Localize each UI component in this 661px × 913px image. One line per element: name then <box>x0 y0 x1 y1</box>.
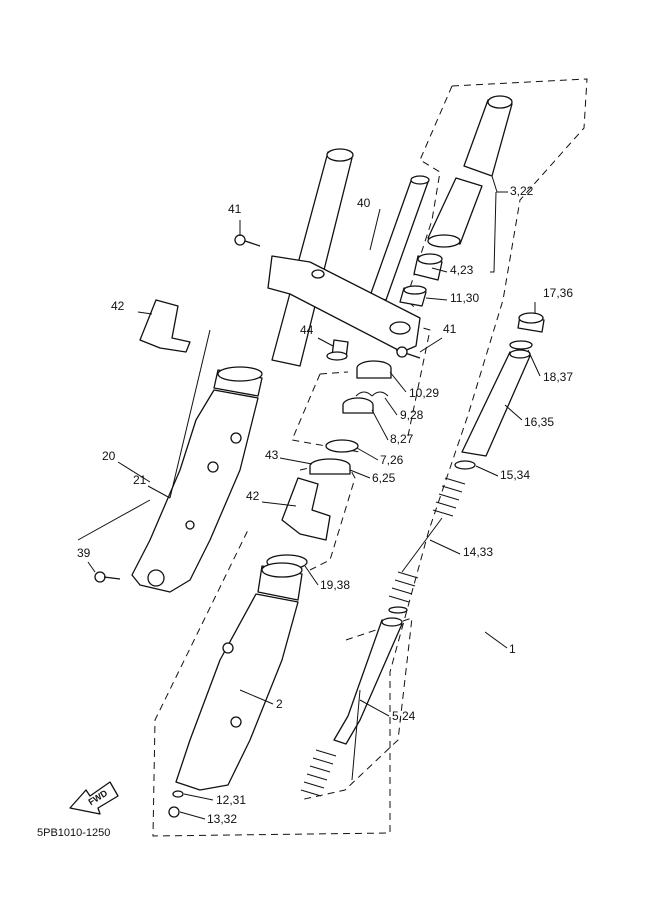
cap-bolt-17-top <box>518 312 544 324</box>
callout-10-29: 10,29 <box>409 386 439 400</box>
callout-2: 2 <box>276 697 283 711</box>
right-fork-leg <box>172 554 308 798</box>
clips <box>139 299 331 541</box>
clip-42b <box>281 477 331 541</box>
bearing-7 <box>325 439 359 453</box>
bolts <box>94 234 421 818</box>
fork-spring-14-axis <box>401 517 443 573</box>
bolt-39-head <box>94 571 106 583</box>
callout-4-23: 4,23 <box>450 263 474 277</box>
upper-tube-lower-end <box>427 234 461 248</box>
damper-rod-top <box>381 617 403 627</box>
o-ring-18 <box>509 340 533 350</box>
group-outline-spring <box>299 617 413 801</box>
bracket-hole <box>389 321 411 335</box>
callout-42a: 42 <box>111 299 125 313</box>
callout-41a: 41 <box>228 202 242 216</box>
callout-42b: 42 <box>246 489 260 503</box>
bolt-41b-head <box>396 346 408 358</box>
rebound-spring <box>300 749 337 797</box>
washer-12 <box>172 790 184 798</box>
bearing-8-body <box>342 405 374 414</box>
callout-21: 21 <box>133 473 147 487</box>
callout-41b: 41 <box>443 322 457 336</box>
left-inner-tube-top <box>326 148 354 162</box>
callout-15-34: 15,34 <box>500 468 530 482</box>
cap-44 <box>326 339 349 361</box>
bolt-39-shank <box>103 576 121 580</box>
left-outer-tube <box>131 389 259 593</box>
callout-6-25: 6,25 <box>372 471 396 485</box>
bracket-hole-2 <box>311 269 325 279</box>
under-bracket <box>267 255 421 353</box>
spacer-16-top <box>509 349 531 359</box>
upper-tube-lower-piece <box>427 177 483 245</box>
callout-44: 44 <box>300 323 314 337</box>
callout-20: 20 <box>102 449 116 463</box>
upper-tube-top-piece <box>463 99 513 177</box>
bolt-41a-head <box>234 234 246 246</box>
bearing-10-body <box>356 368 392 379</box>
collars <box>399 253 443 307</box>
leader-lines <box>77 175 541 820</box>
fwd-arrow-icon: FWD <box>69 781 119 815</box>
right-outer-tube-boss <box>222 642 234 654</box>
fork-spring-14 <box>388 477 466 603</box>
left-outer-tube-boss <box>230 432 242 444</box>
collar-4-top <box>417 253 443 265</box>
group-outline-fork-assembly <box>152 78 588 837</box>
callout-8-27: 8,27 <box>390 432 414 446</box>
cap-44-base <box>326 351 348 361</box>
callout-13-32: 13,32 <box>207 812 237 826</box>
left-outer-tube-boss-3 <box>185 520 195 530</box>
ring-5 <box>388 606 408 614</box>
upper-tube <box>427 95 513 248</box>
callout-12-31: 12,31 <box>216 793 246 807</box>
upper-tube-top-end <box>487 95 513 109</box>
collar-11-top <box>403 285 427 295</box>
callout-16-35: 16,35 <box>524 415 554 429</box>
callout-5-24: 5,24 <box>392 709 416 723</box>
right-dust-seal-rim <box>261 562 303 578</box>
callout-40: 40 <box>357 196 371 210</box>
callout-43: 43 <box>265 448 279 462</box>
left-outer-tube-boss-2 <box>207 461 219 473</box>
callout-1: 1 <box>509 642 516 656</box>
callout-3-22: 3,22 <box>510 184 534 198</box>
callout-14-33: 14,33 <box>463 545 493 559</box>
axle-hole <box>147 569 165 587</box>
bearing-stack <box>309 360 392 475</box>
callout-39: 39 <box>77 546 91 560</box>
damper-rod <box>333 619 403 745</box>
callout-17-36: 17,36 <box>543 286 573 300</box>
steering-bracket <box>267 175 430 353</box>
bearing-9-balls <box>355 391 389 397</box>
left-fork-leg <box>131 148 354 593</box>
callout-9-28: 9,28 <box>400 408 424 422</box>
fork-internals <box>300 312 545 797</box>
steering-stem-top <box>410 175 430 185</box>
spacer-16 <box>461 351 531 457</box>
clip-42a <box>139 299 191 353</box>
callout-7-26: 7,26 <box>380 453 404 467</box>
diagram-code: 5PB1010-1250 <box>37 827 110 839</box>
callout-labels: 3,22 40 41 4,23 17,36 11,30 42 44 41 18,37 10,29 9,… <box>77 184 573 826</box>
callout-11-30: 11,30 <box>450 291 479 305</box>
ring-43-body <box>309 466 351 475</box>
callout-18-37: 18,37 <box>543 370 573 384</box>
right-outer-tube-boss-2 <box>230 716 242 728</box>
right-outer-tube <box>175 593 299 791</box>
left-dust-seal-rim <box>217 366 263 382</box>
callout-19-38: 19,38 <box>320 578 350 592</box>
bolt-13-head <box>168 806 180 818</box>
steering-stem <box>369 177 429 301</box>
washer-15 <box>454 460 476 470</box>
